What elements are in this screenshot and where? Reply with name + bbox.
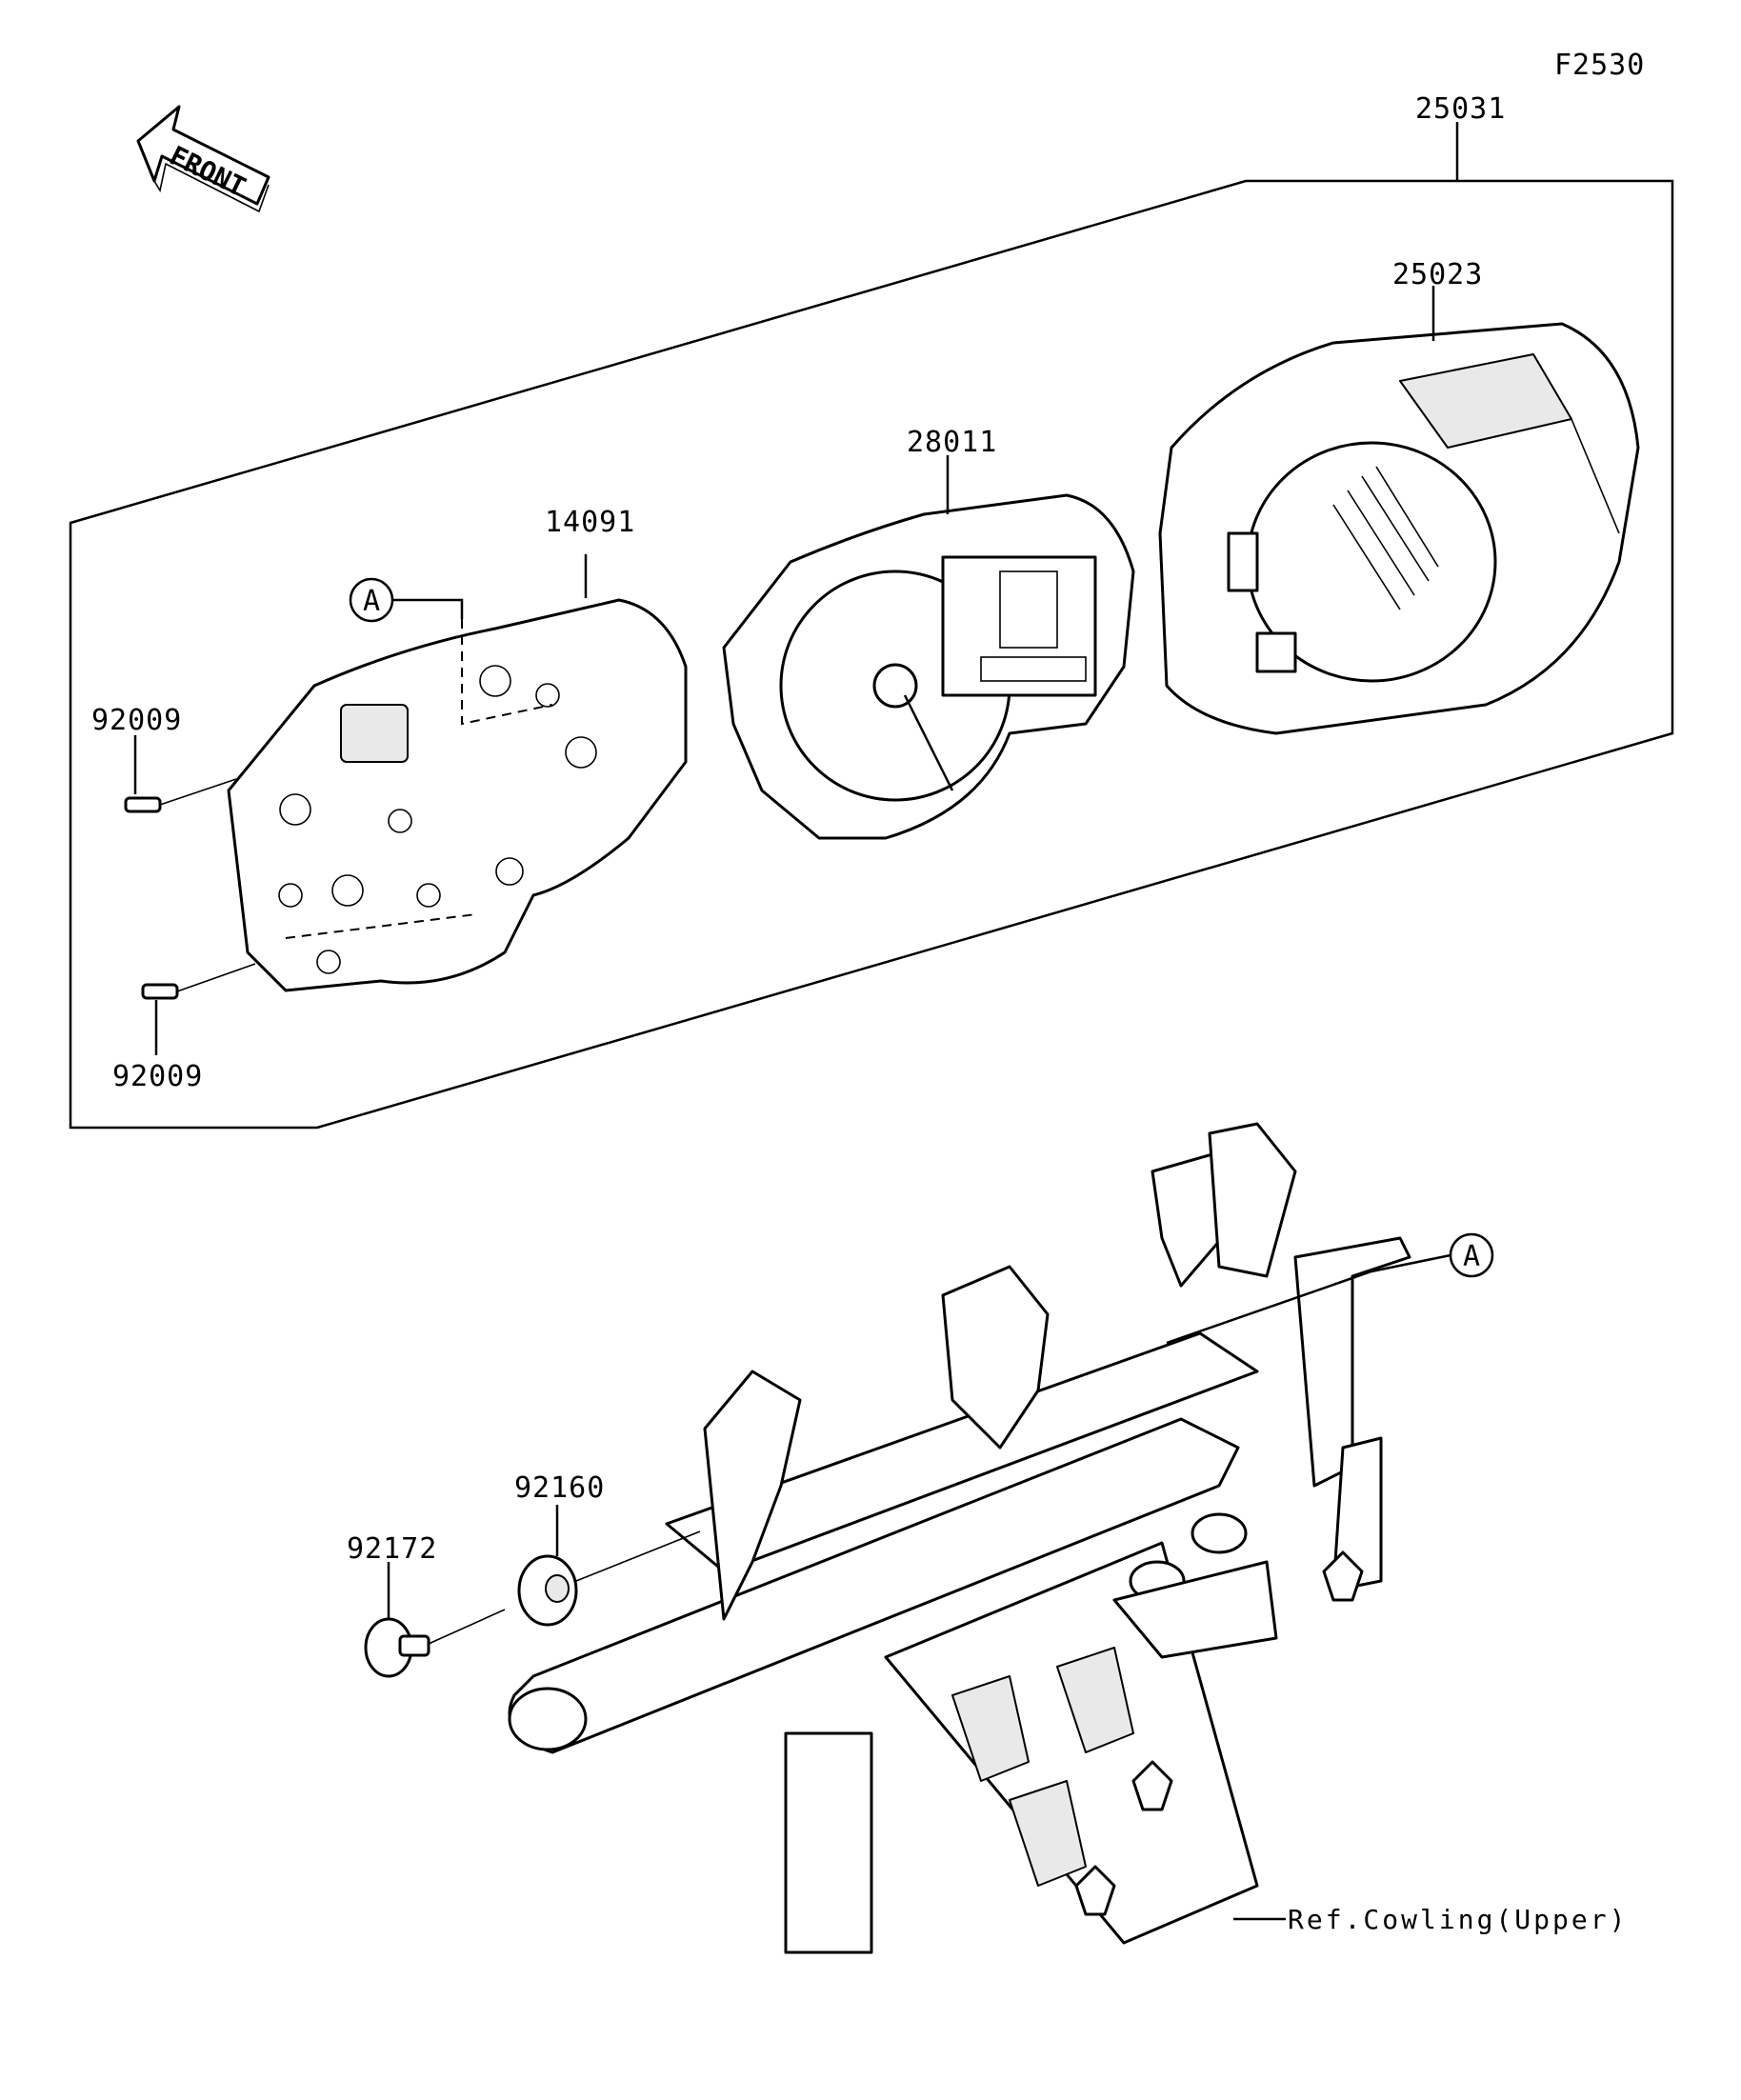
marker-a-bottom-leader [1166,1253,1451,1345]
meter-bracket [508,1122,1411,1954]
marker-a-top-label: A [363,585,381,618]
marker-a-bottom-label: A [1463,1240,1481,1273]
screw-lower [141,963,256,1000]
screw-upper [124,778,237,813]
meter-case [227,598,688,992]
ref-cowling-label: Ref.Cowling(Upper) [1288,1904,1628,1935]
callout-25023: 25023 [1392,258,1483,291]
callout-92160: 92160 [514,1471,605,1505]
collar [364,1609,506,1678]
callout-25031: 25031 [1415,92,1506,126]
callout-14091: 14091 [545,506,635,539]
callout-92009-lower: 92009 [112,1060,203,1093]
marker-a-top-dash [461,619,553,726]
meter-cover [1158,322,1640,735]
callout-92009-upper: 92009 [91,704,182,737]
callout-28011: 28011 [907,426,997,459]
diagram-code: F2530 [1554,49,1645,82]
damper [517,1530,701,1627]
assembly-boundary [69,179,1674,1130]
front-arrow-icon: FRONT [136,105,270,213]
marker-a-top-leader [392,598,464,619]
callout-92172: 92172 [347,1532,437,1566]
meter-unit [722,493,1135,840]
